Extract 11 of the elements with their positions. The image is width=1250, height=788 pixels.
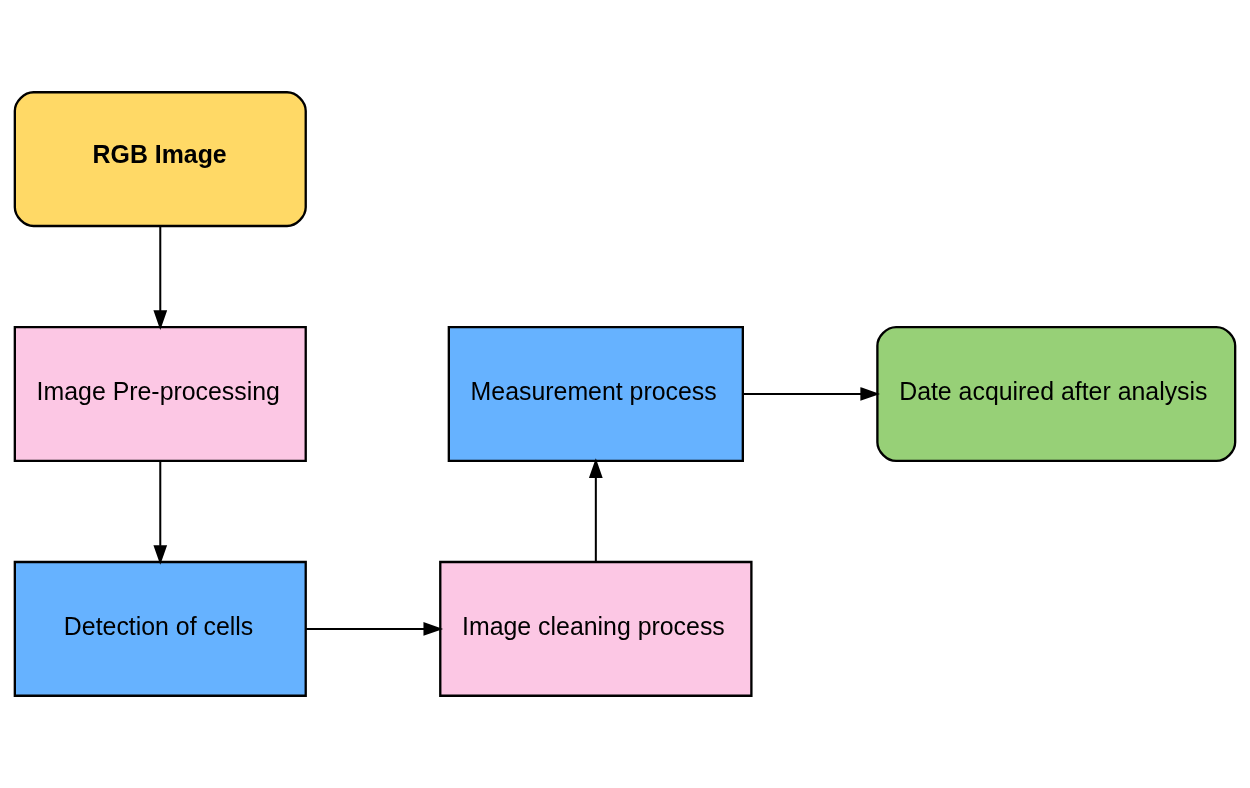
arrow — [153, 461, 168, 565]
arrow — [588, 458, 603, 562]
arrow — [742, 387, 880, 401]
node-box: Detection of cells — [13, 560, 307, 697]
arrow — [153, 226, 168, 330]
arrow — [305, 622, 444, 636]
node-box: Date acquired after analysis — [876, 325, 1237, 463]
node-box: RGB Image — [13, 91, 307, 228]
node-box: Measurement process — [447, 325, 744, 463]
node-box: Image cleaning process — [439, 560, 753, 697]
node-box: Image Pre-processing — [13, 325, 307, 463]
